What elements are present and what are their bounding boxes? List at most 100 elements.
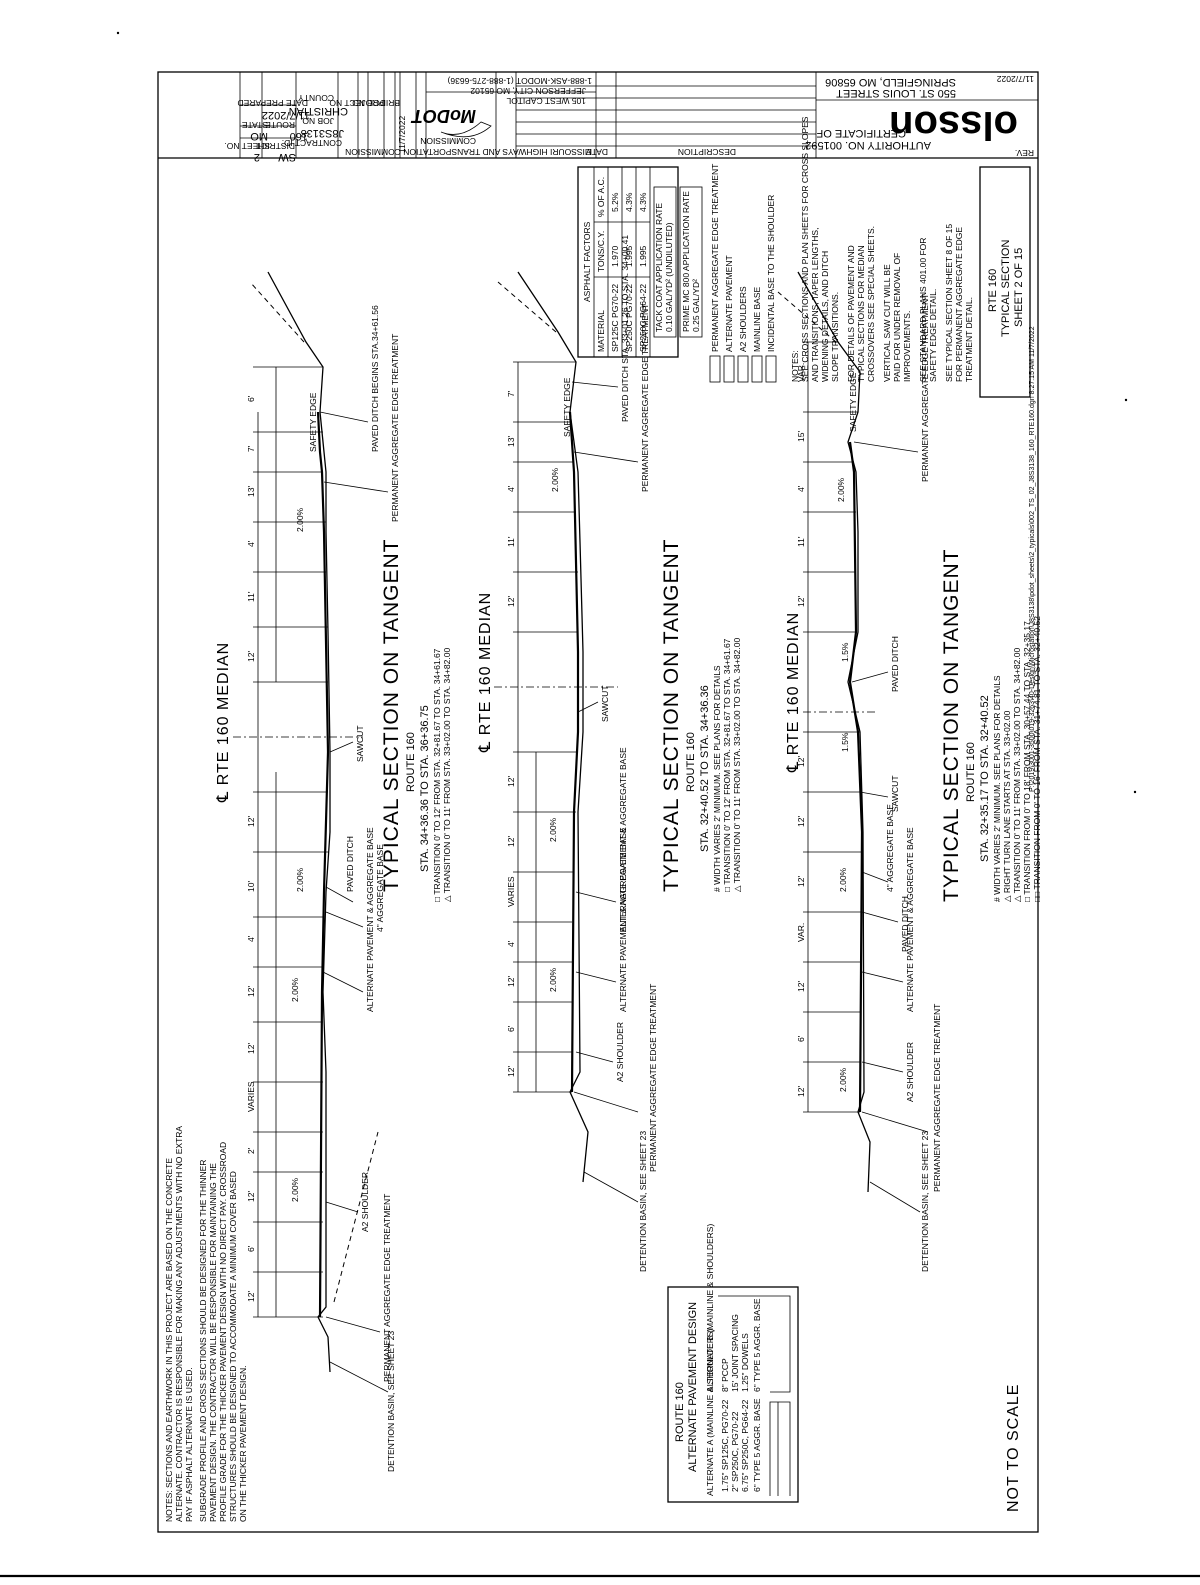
drawing-linework — [709, 355, 721, 383]
drawing-label: 12' — [246, 1291, 256, 1302]
section-2-station: STA. 32+40.52 TO STA. 34+36.36 — [699, 685, 711, 852]
drawing-label: PERMANENT AGGREGATE EDGE TREATMENT — [390, 334, 400, 522]
drawing-label: SP125C PG70-22 — [610, 284, 620, 352]
drawing-label: RTE 160 — [987, 269, 999, 312]
drawing-linework — [329, 741, 354, 753]
drawing-label: ALTERNATE PAVEMENT & AGGREGATE BASE — [618, 747, 628, 932]
drawing-label: DETENTION BASIN, SEE SHEET 23 — [920, 1131, 930, 1272]
drawing-label: 6" TYPE 5 AGGR. BASE — [752, 1298, 762, 1392]
drawing-label: VARIES — [506, 876, 516, 907]
drawing-label: ALTERNATE PAVEMENT & AGGREGATE BASE — [365, 827, 375, 1012]
date-prepared-label: DATE PREPARED — [237, 98, 308, 108]
drawing-label: PERMANENT AGGREGATE EDGE TREATMENT — [648, 984, 658, 1172]
drawing-linework — [861, 1061, 904, 1073]
drawing-linework — [325, 911, 364, 928]
olsson-logo: olsson — [889, 103, 1018, 147]
job-no-label: JOB NO. — [300, 116, 334, 126]
drawing-label: 12' — [506, 776, 516, 787]
rev-label: REV. — [1015, 148, 1034, 158]
section-1-title: TYPICAL SECTION ON TANGENT — [380, 539, 403, 893]
drawing-label: 6' — [246, 395, 256, 402]
drawing-label: 2.00% — [838, 1067, 848, 1092]
drawing-label: 12' — [246, 1043, 256, 1054]
drawing-label: PAVED DITCH — [345, 836, 355, 892]
drawing-linework — [325, 886, 354, 903]
note-line-3: PAY IF ASPHALT ALTERNATE IS USED. — [184, 1367, 194, 1522]
drawing-label: 7' — [246, 445, 256, 452]
drawing-label: 7' — [506, 390, 516, 397]
drawing-label: 0.10 GAL/YD² (UNDILUTED) — [664, 222, 674, 332]
modot-addr-2: JEFFERSON CITY, MO 65102 — [470, 86, 586, 96]
section-1-note-1: □ TRANSITION 0' TO 12' FROM STA. 32+81.6… — [432, 648, 442, 902]
firm-addr-4: AUTHORITY NO. 001592 — [805, 139, 931, 151]
drawing-label: 4.3% — [638, 192, 648, 212]
drawing-label: 12' — [796, 1086, 806, 1097]
drawing-label: 4" AGGREGATE BASE — [885, 804, 895, 892]
drawing-label: SAFETY EDGE — [562, 377, 572, 437]
drawing-label: 2.00% — [290, 1177, 300, 1202]
drawing-label: VAR. — [796, 923, 806, 942]
drawing-label: 12' — [796, 756, 806, 767]
drawing-label: 2.00% — [836, 477, 846, 502]
drawing-label: 4' — [246, 935, 256, 942]
section-3-median-label: ℄ RTE 160 MEDIAN — [785, 612, 802, 773]
drawing-label: SAWCUT — [355, 725, 365, 762]
drawing-label: 2' — [246, 1147, 256, 1154]
drawing-label: 11' — [506, 536, 516, 547]
drawing-linework — [575, 1051, 614, 1063]
note-line-2: ALTERNATE. CONTRACTOR IS RESPONSIBLE FOR… — [174, 1126, 184, 1522]
drawing-linework — [751, 355, 763, 383]
drawing-label: ALTERNATE PAVEMENT DESIGN — [687, 1302, 699, 1472]
drawing-linework — [861, 911, 899, 923]
notes-block: NOTES: SECTIONS AND EARTHWORK IN THIS PR… — [164, 1126, 248, 1522]
drawing-label: 12' — [246, 1191, 256, 1202]
drawing-label: 4.3% — [624, 192, 634, 212]
drawing-label: VARIES — [246, 1081, 256, 1112]
drawing-label: 2.00% — [295, 867, 305, 892]
title-block-grid — [239, 72, 396, 158]
route-label: ROUTE — [265, 120, 295, 130]
drawing-label: PERMANENT AGGREGATE EDGE TREATMENT — [920, 294, 930, 482]
firm-addr-2: SPRINGFIELD, MO 65806 — [825, 76, 956, 88]
drawing-linework — [737, 355, 749, 383]
drawing-label: ASPHALT FACTORS — [582, 221, 592, 302]
section-3-note-1: # WIDTH VARIES 2' MINIMUM. SEE PLANS FOR… — [992, 675, 1002, 902]
drawing-linework — [718, 1295, 791, 1496]
job-no-value: J8S3138 — [301, 127, 344, 139]
drawing-label: NOTES: — [790, 350, 800, 382]
drawing-label: 12' — [796, 876, 806, 887]
drawing-label: 15' — [796, 431, 806, 442]
drawing-linework — [583, 1171, 639, 1203]
drawing-label: 1.995 — [638, 245, 648, 267]
tack-coat-box: PRIME MC 800 APPLICATION RATE 0.25 GAL/Y… — [679, 186, 703, 338]
drawing-label: 13' — [246, 486, 256, 497]
drawing-label: A2 SHOULDERS — [738, 286, 748, 352]
plot-date: 11/7/2022 — [997, 74, 1034, 84]
county-value: CHRISTIAN — [289, 105, 348, 117]
drawing-label: PAVED DITCH — [890, 636, 900, 692]
drawing-label: 10' — [246, 881, 256, 892]
drawing-linework — [323, 481, 389, 493]
drawing-linework — [249, 281, 305, 343]
not-to-scale: NOT TO SCALE — [1005, 1384, 1022, 1512]
drawing-label: SHEET 2 OF 15 — [1013, 248, 1025, 327]
drawing-label: 1.5% — [840, 732, 850, 752]
drawing-label: A2 SHOULDER — [360, 1172, 370, 1232]
drawing-label: PERMANENT AGGREGATE EDGE TREATMENT — [640, 304, 650, 492]
drawing-label: 1.25" DOWELS — [740, 1333, 750, 1392]
contract-label: CONTRACT ID. — [282, 138, 342, 148]
drawing-label: A2 SHOULDER — [905, 1042, 915, 1102]
section-3-note-4: □ TRANSITION FROM 0' TO 18' FROM STA. 30… — [1022, 621, 1032, 902]
drawing-label: 4' — [506, 485, 516, 492]
drawing-label: 6.75" SP250C, PG64-22 — [740, 1399, 750, 1492]
commission-sub: COMMISSION — [420, 136, 476, 146]
drawing-linework — [765, 355, 777, 383]
section-2-median-label: ℄ RTE 160 MEDIAN — [477, 592, 494, 753]
modot-logo-mark — [440, 121, 492, 138]
state-label: STATE — [242, 120, 268, 130]
drawing-label: 12' — [246, 816, 256, 827]
section-1-note-2: △ TRANSITION 0' TO 11' FROM STA. 33+02.0… — [442, 648, 452, 902]
district-label: DISTRICT — [256, 141, 295, 151]
section-3-note-2: △ RIGHT TURN LANE STARTS AT STA. 33+02.0… — [1002, 710, 1012, 902]
